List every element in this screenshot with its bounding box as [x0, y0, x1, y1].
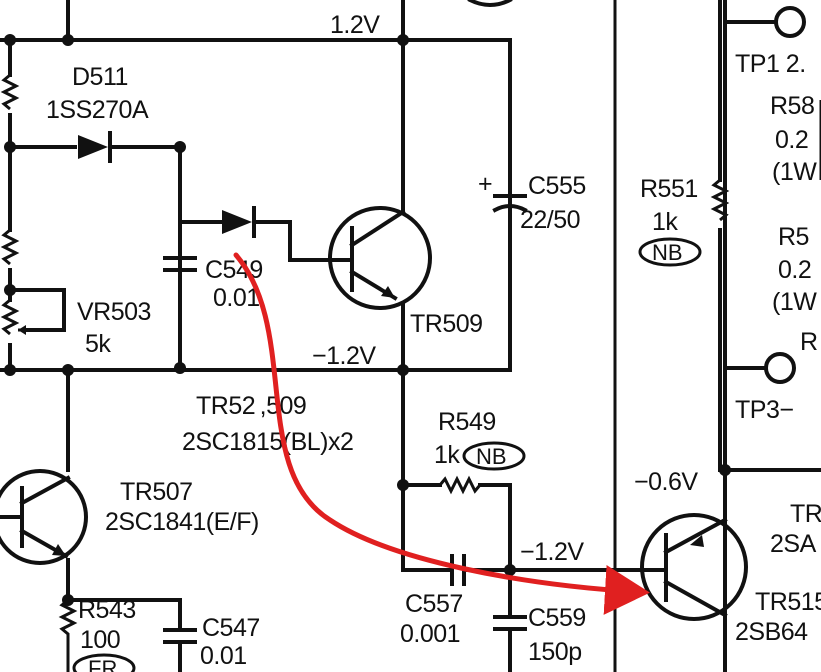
label-c557-ref: C557 — [405, 590, 463, 618]
label-tp1: TP1 2. — [735, 50, 806, 78]
label-r543-ref: R543 — [78, 596, 136, 624]
label-r58-a-val: 0.2 — [775, 126, 808, 154]
label-tp3: TP3− — [735, 396, 793, 424]
label-tr509-ref: TR509 — [410, 310, 483, 338]
test-point-tp3 — [764, 352, 796, 384]
label-tr-pair-part: 2SC1815(BL)x2 — [182, 428, 353, 456]
label-r543-tag: FR — [88, 656, 117, 672]
label-r551-ref: R551 — [640, 175, 698, 203]
label-v-neg-low: −1.2V — [520, 538, 584, 566]
label-tr515-ref: TR515 — [755, 588, 821, 616]
label-c549-val: 0.01 — [213, 284, 260, 312]
label-tr507-part: 2SC1841(E/F) — [105, 508, 259, 536]
label-c555-polarity: + — [478, 170, 492, 198]
label-c559-ref: C559 — [528, 604, 586, 632]
label-v-neg-06: −0.6V — [634, 468, 698, 496]
label-c557-val: 0.001 — [400, 620, 460, 648]
label-r58-a-ref: R58 — [770, 92, 814, 120]
resistor-left-mid — [0, 228, 20, 266]
label-v-top: 1.2V — [330, 11, 380, 39]
label-r543-val: 100 — [80, 626, 120, 654]
label-tr-right-partial: TR — [790, 500, 821, 528]
capacitor-c549 — [163, 256, 197, 370]
label-c547-ref: C547 — [202, 614, 260, 642]
label-r549-val: 1k — [434, 441, 460, 469]
junctions — [4, 34, 731, 606]
label-r549-ref: R549 — [438, 408, 496, 436]
transistor-tr515 — [640, 513, 748, 621]
label-r5-b-ref: R5 — [778, 223, 809, 251]
annotation-arrow — [233, 252, 650, 615]
label-c547-val: 0.01 — [200, 642, 247, 670]
labels: 1.2V D511 1SS270A C549 0.01 VR503 5k + C… — [46, 11, 821, 672]
resistor-r543 — [58, 598, 78, 672]
partial-part-top — [467, 0, 513, 7]
label-c555-val: 22/50 — [520, 206, 580, 234]
capacitor-c559 — [493, 615, 527, 631]
vr503-potentiometer — [0, 298, 28, 336]
label-r551-val: 1k — [652, 208, 678, 236]
transistor-tr509 — [328, 206, 432, 310]
label-r-partial: R — [800, 328, 818, 356]
label-c559-val: 150p — [528, 638, 582, 666]
label-v-neg-mid: −1.2V — [312, 342, 376, 370]
capacitor-c547 — [163, 628, 197, 644]
r549-tag-ring — [462, 441, 526, 471]
label-d511-part: 1SS270A — [46, 96, 149, 124]
resistor-left-top — [0, 73, 20, 111]
label-r5-b-val: 0.2 — [778, 256, 811, 284]
label-tr-pair-ref: TR52 ,509 — [196, 392, 306, 420]
label-r551-tag: NB — [652, 240, 683, 265]
label-d511-ref: D511 — [72, 63, 128, 91]
test-point-tp1 — [774, 6, 806, 38]
label-tr507-ref: TR507 — [120, 478, 193, 506]
r543-tag-ring — [72, 653, 136, 672]
diode-d511 — [78, 131, 112, 163]
resistor-r549 — [438, 475, 482, 495]
label-vr503-val: 5k — [85, 330, 111, 358]
label-r549-tag: NB — [476, 444, 507, 469]
transistor-tr507 — [0, 469, 88, 565]
label-c555-ref: C555 — [528, 172, 586, 200]
resistor-r551 — [710, 178, 730, 222]
diode-tr509-base — [222, 206, 256, 238]
label-vr503-ref: VR503 — [77, 298, 151, 326]
r551-tag-ring — [638, 237, 702, 267]
capacitor-c555 — [492, 194, 528, 213]
label-tr-right-part: 2SA — [770, 530, 817, 558]
label-tr515-part: 2SB64 — [735, 618, 808, 646]
label-r5-b-rating: (1W — [772, 288, 817, 316]
label-r58-a-rating: (1W — [772, 158, 817, 186]
